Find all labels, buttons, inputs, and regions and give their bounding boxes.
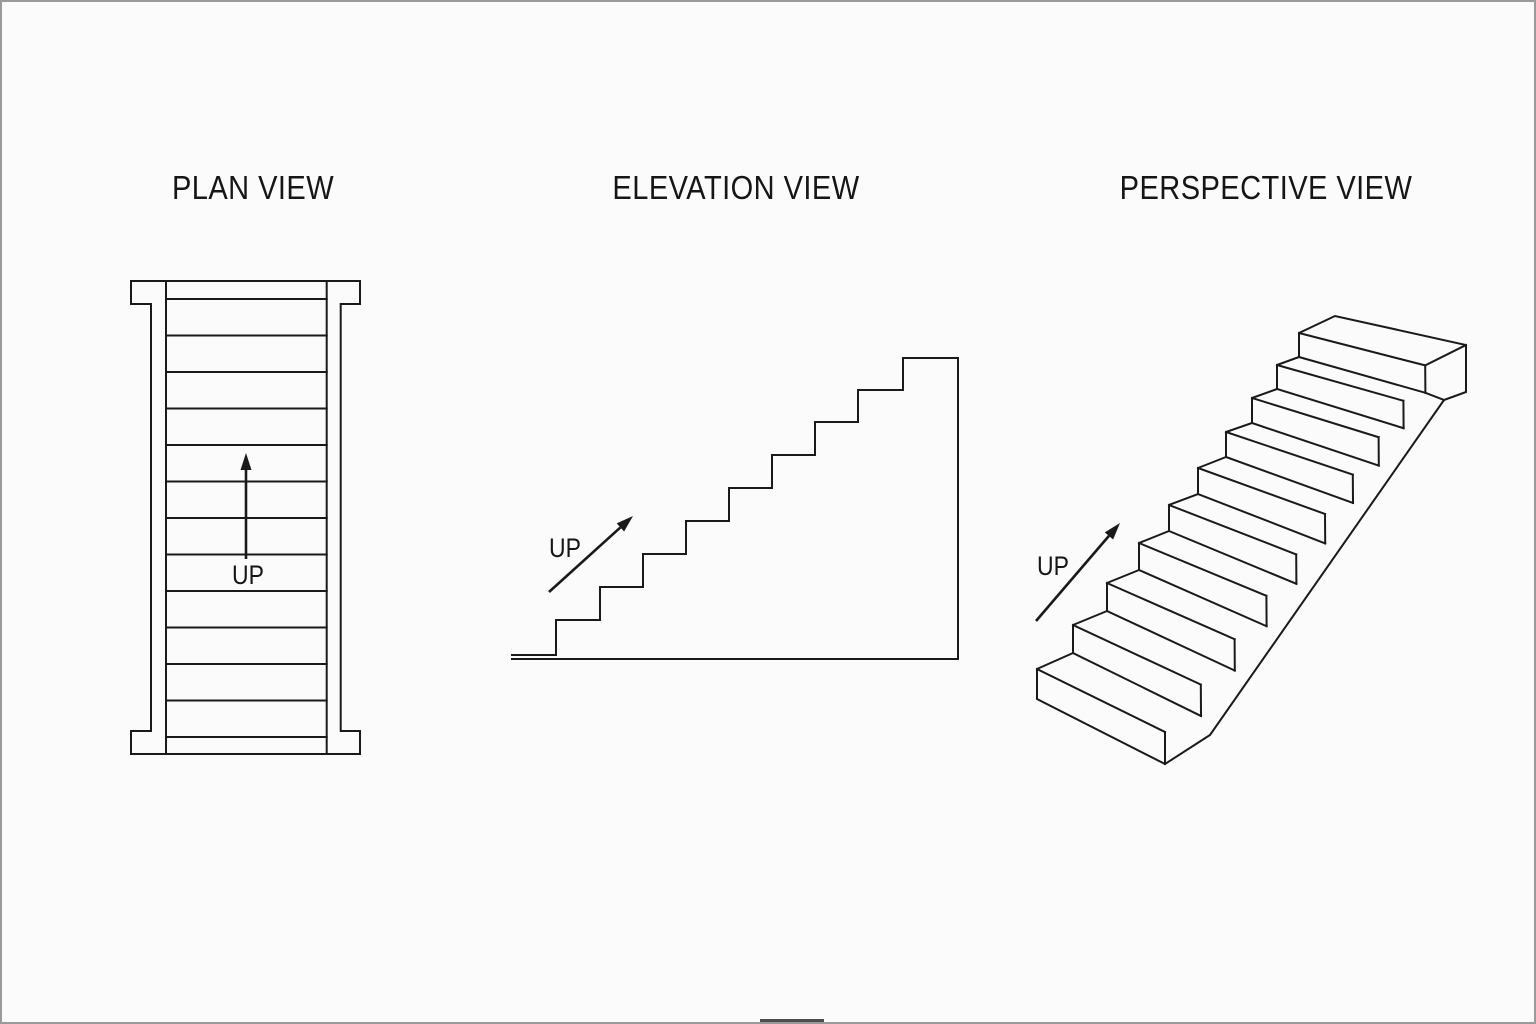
elevation-view-drawing xyxy=(511,357,959,660)
perspective-nosing-edge xyxy=(1167,503,1298,556)
perspective-tread-back-edge xyxy=(1167,529,1298,586)
up-arrow-head xyxy=(1104,523,1120,540)
perspective-nosing-edge xyxy=(1196,466,1327,516)
elevation-view-title: ELEVATION VIEW xyxy=(612,169,860,206)
perspective-tread-back-edge xyxy=(1137,568,1268,628)
plan-view-title: PLAN VIEW xyxy=(171,169,335,206)
up-arrow xyxy=(548,516,633,593)
up-arrow-head xyxy=(240,453,252,470)
up-arrow-shaft xyxy=(1035,535,1110,622)
perspective-tread-back-edge xyxy=(1250,421,1381,467)
up-arrow-shaft xyxy=(548,526,622,593)
perspective-tread-back-edge xyxy=(1105,609,1237,672)
plan-view-drawing xyxy=(130,280,361,755)
perspective-tread-back-edge xyxy=(1071,651,1203,718)
perspective-up-label: UP xyxy=(1037,551,1069,581)
perspective-outline xyxy=(1036,314,1467,766)
perspective-view-title: PERSPECTIVE VIEW xyxy=(1119,169,1413,206)
perspective-nosing-edge xyxy=(1275,363,1405,403)
perspective-tread-back-edge xyxy=(1224,455,1355,505)
perspective-nosing-edge xyxy=(1071,623,1203,686)
perspective-tread-back-edge xyxy=(1196,492,1327,545)
perspective-nosing-edge xyxy=(1297,331,1427,367)
perspective-nosing-edge xyxy=(1250,396,1380,439)
up-arrow xyxy=(1035,523,1120,622)
elevation-up-label: UP xyxy=(549,533,581,563)
bottom-edge-mark xyxy=(760,1019,824,1022)
perspective-tread-back-edge xyxy=(1275,387,1405,430)
up-arrow-head xyxy=(616,516,633,532)
plan-outline xyxy=(130,280,361,755)
perspective-tread-back-edge xyxy=(1297,355,1427,395)
perspective-landing-end-bottom-edge xyxy=(1424,391,1446,402)
up-arrow xyxy=(240,453,252,559)
perspective-nosing-edge xyxy=(1035,667,1167,734)
perspective-nosing-edge xyxy=(1224,430,1355,476)
perspective-nosing-edge xyxy=(1137,541,1268,598)
elevation-stair-profile xyxy=(511,357,959,660)
perspective-landing-right-edge xyxy=(1423,343,1468,367)
perspective-view-drawing xyxy=(1035,314,1468,766)
plan-up-label: UP xyxy=(232,560,264,590)
perspective-nosing-edge xyxy=(1105,581,1236,641)
